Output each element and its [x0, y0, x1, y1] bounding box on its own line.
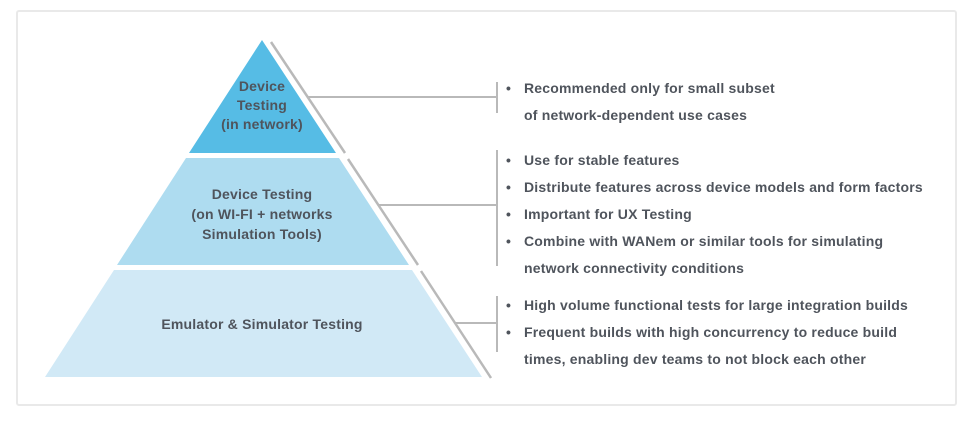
bullet-text: Distribute features across device models…: [524, 179, 923, 195]
bullet-text: Combine with WANem or similar tools for …: [524, 233, 884, 276]
annotation-group-bottom-tier: • High volume functional tests for large…: [506, 292, 951, 373]
bullet-text: Important for UX Testing: [524, 206, 692, 222]
bullet-dot: •: [506, 233, 511, 249]
annotation-group-middle-tier: • Use for stable features • Distribute f…: [506, 147, 951, 282]
bullet-dot: •: [506, 206, 511, 222]
bullet-item: • Recommended only for small subset of n…: [506, 75, 951, 129]
bullet-text: High volume functional tests for large i…: [524, 297, 908, 313]
bullet-item: • Use for stable features: [506, 147, 951, 174]
bullet-dot: •: [506, 297, 511, 313]
pyramid-tier-middle-shape: [117, 158, 409, 265]
pyramid-edge-line-bottom: [419, 270, 493, 379]
bullet-dot: •: [506, 179, 511, 195]
bullet-dot: •: [506, 152, 511, 168]
bullet-text: Recommended only for small subset of net…: [524, 80, 775, 123]
bullet-text: Use for stable features: [524, 152, 680, 168]
bullet-item: • Frequent builds with high concurrency …: [506, 319, 951, 373]
pyramid-edge-line-middle: [346, 158, 420, 266]
bullet-item: • High volume functional tests for large…: [506, 292, 951, 319]
bullet-dot: •: [506, 324, 511, 340]
bullet-item: • Combine with WANem or similar tools fo…: [506, 228, 951, 282]
bullet-text: Frequent builds with high concurrency to…: [524, 324, 898, 367]
bullet-item: • Important for UX Testing: [506, 201, 951, 228]
pyramid-tier-bottom-shape: [45, 270, 482, 377]
bullet-item: • Distribute features across device mode…: [506, 174, 951, 201]
bullet-dot: •: [506, 80, 511, 96]
pyramid-tier-label-top: Device Testing (in network): [221, 78, 303, 132]
pyramid-tier-top-shape: [189, 40, 336, 153]
annotation-group-top-tier: • Recommended only for small subset of n…: [506, 75, 951, 129]
pyramid-tier-label-middle: Device Testing (on WI-FI + networks Simu…: [191, 186, 333, 242]
pyramid-tier-label-bottom: Emulator & Simulator Testing: [161, 316, 363, 332]
